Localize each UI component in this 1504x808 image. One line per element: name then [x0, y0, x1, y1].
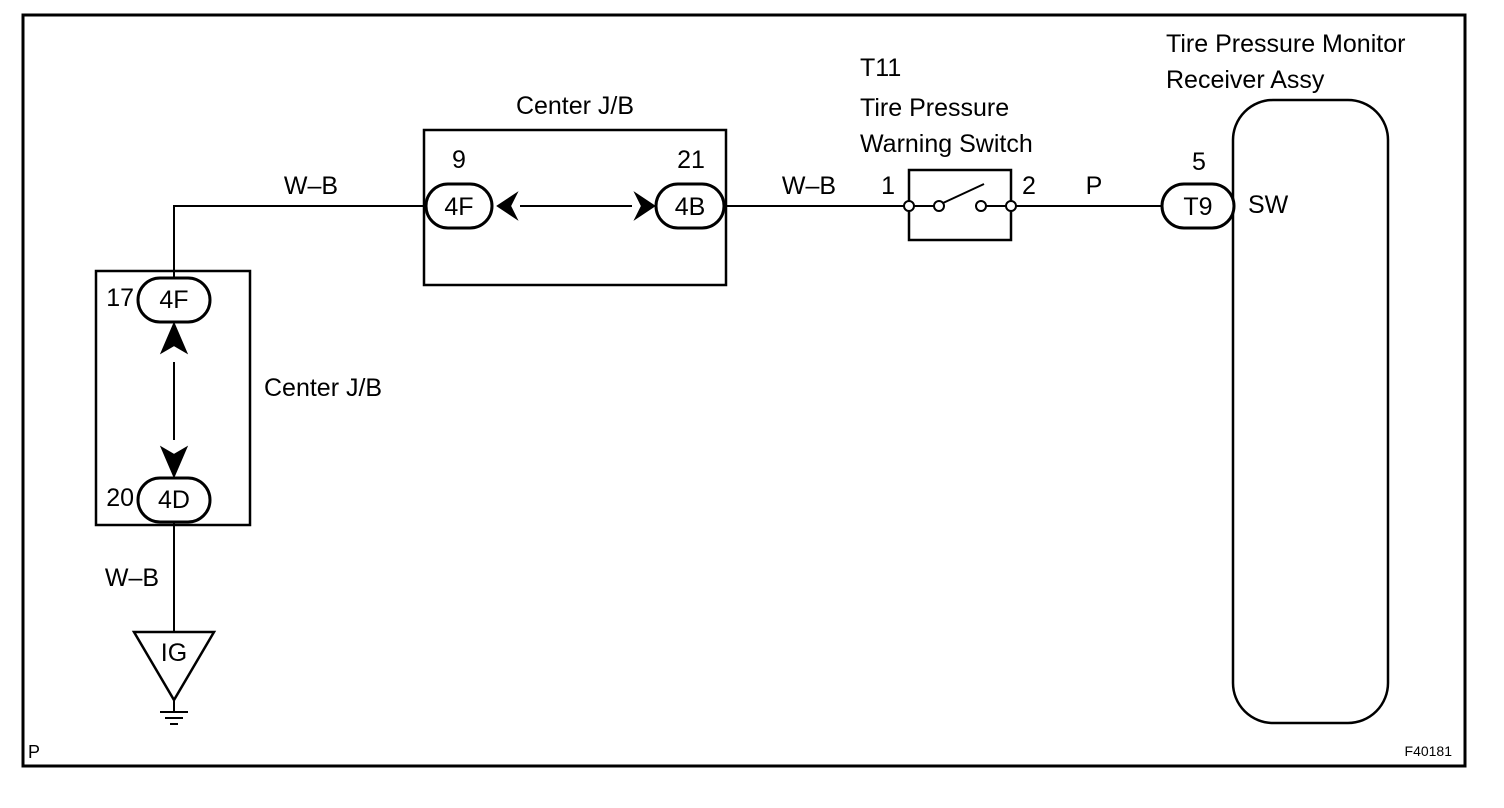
wire-top-left	[173, 205, 426, 278]
figure-id: F40181	[1405, 743, 1453, 759]
ground-triangle	[131, 630, 217, 703]
wire-top-left-label: W–B	[284, 172, 338, 200]
left-jb-bottom-pin: 20	[106, 484, 134, 512]
wire-switch-to-receiver-label: P	[1086, 172, 1103, 200]
left-jb-down-arrow	[159, 445, 189, 479]
connector-4b-label: 4B	[675, 193, 706, 221]
switch-code: T11	[860, 54, 901, 82]
diagram-frame	[21, 13, 1467, 768]
receiver-name-line1: Tire Pressure Monitor	[1166, 30, 1405, 58]
top-jb-right-arrow	[633, 191, 656, 221]
receiver-pin: 5	[1192, 148, 1206, 176]
receiver-terminal-sw: SW	[1248, 191, 1289, 219]
left-center-jb-title: Center J/B	[264, 374, 382, 402]
top-center-jb-title: Center J/B	[516, 92, 634, 120]
wire-to-ground-label: W–B	[105, 564, 159, 592]
connector-4f-left-label: 4F	[159, 286, 188, 314]
connector-t9	[1160, 182, 1236, 230]
left-jb-up-arrow	[159, 321, 189, 355]
switch-blade	[942, 183, 985, 204]
switch-pin-left: 1	[881, 172, 895, 200]
connector-t9-label: T9	[1183, 193, 1212, 221]
switch-pin-right: 2	[1022, 172, 1036, 200]
top-jb-right-pin: 21	[677, 146, 705, 174]
receiver-body	[1231, 98, 1390, 725]
switch-name-line1: Tire Pressure	[860, 94, 1009, 122]
connector-4d-label: 4D	[158, 486, 190, 514]
top-jb-left-arrow	[496, 191, 519, 221]
receiver-name-line2: Receiver Assy	[1166, 66, 1325, 94]
left-jb-top-pin: 17	[106, 284, 134, 312]
ground-label: IG	[161, 639, 187, 667]
switch-name-line2: Warning Switch	[860, 130, 1033, 158]
corner-code-left: P	[28, 742, 40, 762]
wire-jb-to-switch-label: W–B	[782, 172, 836, 200]
switch-terminal-right	[1005, 200, 1017, 212]
switch-contact-left	[933, 200, 945, 212]
top-jb-left-pin: 9	[452, 146, 466, 174]
top-center-jb-box	[422, 128, 728, 287]
switch-terminal-left	[903, 200, 915, 212]
switch-contact-right	[975, 200, 987, 212]
connector-4f-top-label: 4F	[444, 193, 473, 221]
